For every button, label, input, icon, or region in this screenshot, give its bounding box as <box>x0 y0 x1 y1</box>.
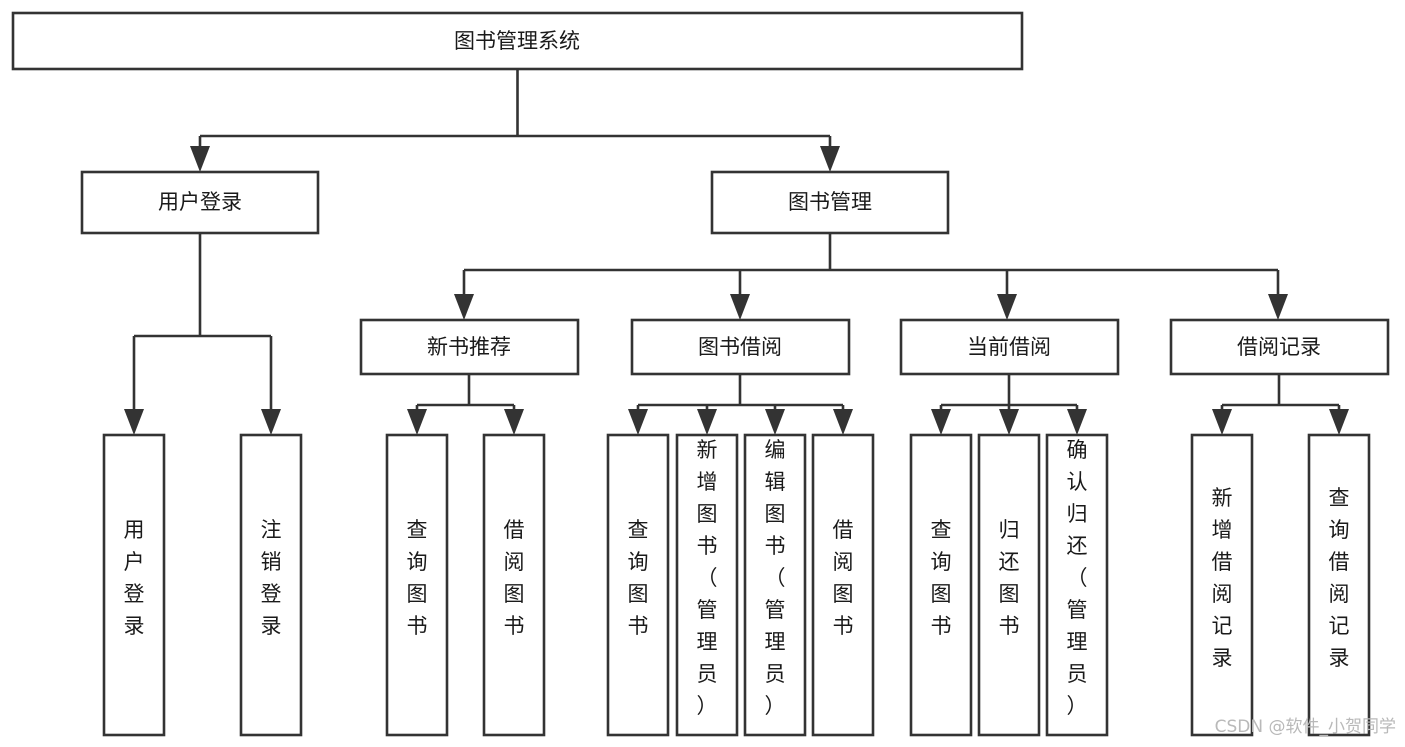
arrow-book-borrow-to-borrow-book <box>833 409 853 435</box>
edge-root-trunk <box>198 69 832 152</box>
arrow-new-book-rec-to-query-book <box>407 409 427 435</box>
node-leaf-add-record[interactable]: 新增借阅记录 <box>1190 433 1254 737</box>
node-leaf-user-login-label: 用户登录 <box>124 518 145 638</box>
node-root[interactable]: 图书管理系统 <box>11 11 1024 71</box>
connectors-layer <box>124 69 1349 435</box>
node-leaf-add-record-label: 新增借阅记录 <box>1212 486 1233 670</box>
node-leaf-add-book-label: 新增图书（管理员） <box>697 438 718 718</box>
arrow-current-borrow-to-query-book <box>931 409 951 435</box>
arrow-book-borrow-to-query-book <box>628 409 648 435</box>
node-leaf-query-record[interactable]: 查询借阅记录 <box>1307 433 1371 737</box>
node-book-manage-label: 图书管理 <box>788 190 872 214</box>
node-leaf-query-book-2[interactable]: 查询图书 <box>606 433 670 737</box>
node-current-borrow-label: 当前借阅 <box>967 335 1051 359</box>
node-leaf-add-book[interactable]: 新增图书（管理员） <box>675 433 739 737</box>
node-leaf-query-book-3[interactable]: 查询图书 <box>909 433 973 737</box>
arrow-book-manage-to-current-borrow <box>997 294 1017 320</box>
arrow-book-manage-to-book-borrow <box>730 294 750 320</box>
arrow-book-manage-to-new-book-rec <box>454 294 474 320</box>
node-leaf-logout[interactable]: 注销登录 <box>239 433 303 737</box>
edge-book-manage-trunk <box>462 233 1280 300</box>
arrow-root-to-book-manage <box>820 146 840 172</box>
node-leaf-edit-book[interactable]: 编辑图书（管理员） <box>743 433 807 737</box>
node-user-login[interactable]: 用户登录 <box>80 170 320 235</box>
arrow-user-login-to-leaf-logout <box>261 409 281 435</box>
arrow-root-to-user-login <box>190 146 210 172</box>
node-book-manage[interactable]: 图书管理 <box>710 170 950 235</box>
arrow-current-borrow-to-return-book <box>999 409 1019 435</box>
node-new-book-rec-label: 新书推荐 <box>427 335 511 359</box>
arrow-user-login-to-leaf-user-login <box>124 409 144 435</box>
node-leaf-logout-label: 注销登录 <box>261 518 282 638</box>
node-user-login-label: 用户登录 <box>158 190 242 214</box>
node-leaf-query-record-label: 查询借阅记录 <box>1329 486 1350 670</box>
node-leaf-return-book[interactable]: 归还图书 <box>977 433 1041 737</box>
node-leaf-borrow-book-2-label: 借阅图书 <box>833 518 854 638</box>
csdn-watermark: CSDN @软件_小贺同学 <box>1215 717 1396 737</box>
arrow-book-manage-to-borrow-record <box>1268 294 1288 320</box>
node-borrow-record-label: 借阅记录 <box>1237 335 1321 359</box>
edge-borrow-record-trunk <box>1220 374 1341 415</box>
arrow-current-borrow-to-confirm-return <box>1067 409 1087 435</box>
arrow-borrow-record-to-query-record <box>1329 409 1349 435</box>
node-book-borrow[interactable]: 图书借阅 <box>630 318 851 376</box>
node-leaf-borrow-book-2[interactable]: 借阅图书 <box>811 433 875 737</box>
node-new-book-rec[interactable]: 新书推荐 <box>359 318 580 376</box>
node-leaf-confirm-return[interactable]: 确认归还（管理员） <box>1045 433 1109 737</box>
node-leaf-query-book-2-label: 查询图书 <box>628 518 649 638</box>
node-leaf-confirm-return-label: 确认归还（管理员） <box>1067 438 1088 718</box>
arrow-new-book-rec-to-borrow-book <box>504 409 524 435</box>
arrow-book-borrow-to-edit-book <box>765 409 785 435</box>
node-leaf-borrow-book-1-label: 借阅图书 <box>504 518 525 638</box>
node-current-borrow[interactable]: 当前借阅 <box>899 318 1120 376</box>
edge-book-borrow-trunk <box>636 374 845 415</box>
arrow-book-borrow-to-add-book <box>697 409 717 435</box>
node-leaf-query-book-1[interactable]: 查询图书 <box>385 433 449 737</box>
node-leaf-return-book-label: 归还图书 <box>999 518 1020 638</box>
edge-new-book-rec-trunk <box>415 374 516 415</box>
node-borrow-record[interactable]: 借阅记录 <box>1169 318 1390 376</box>
node-leaf-query-book-3-label: 查询图书 <box>931 518 952 638</box>
edge-current-borrow-trunk <box>939 374 1079 415</box>
node-leaf-query-book-1-label: 查询图书 <box>407 518 428 638</box>
nodes-layer: 图书管理系统 用户登录 图书管理 新书推荐 图书借阅 当前 <box>11 11 1390 737</box>
node-book-borrow-label: 图书借阅 <box>698 335 782 359</box>
edge-user-login-trunk <box>132 233 273 415</box>
node-root-label: 图书管理系统 <box>454 29 580 53</box>
node-leaf-user-login[interactable]: 用户登录 <box>102 433 166 737</box>
arrow-borrow-record-to-add-record <box>1212 409 1232 435</box>
node-leaf-edit-book-label: 编辑图书（管理员） <box>765 438 786 718</box>
node-leaf-borrow-book-1[interactable]: 借阅图书 <box>482 433 546 737</box>
